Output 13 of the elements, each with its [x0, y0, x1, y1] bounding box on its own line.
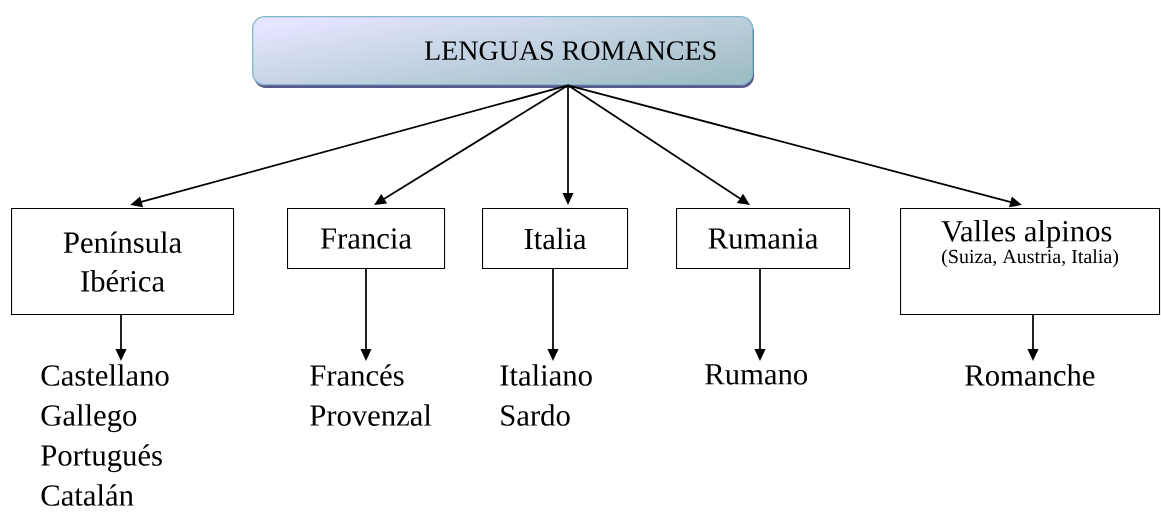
region-box: Francia: [287, 208, 446, 270]
region-box: Rumania: [676, 208, 851, 270]
language-list: Italiano Sardo: [500, 364, 592, 426]
arrow: [374, 84, 569, 205]
region-box: Italia: [482, 208, 629, 270]
title-box: LENGUAS ROMANCES: [252, 16, 754, 88]
language-list: Castellano Gallego Portugués Catalán: [41, 364, 169, 506]
language-list: Francés Provenzal: [310, 364, 432, 426]
region-box: Península Ibérica: [11, 208, 235, 316]
region-box: Valles alpinos (Suiza, Austria, Italia): [900, 208, 1161, 316]
arrow: [567, 84, 750, 205]
language-list: Romanche: [965, 364, 1095, 386]
language-list: Rumano: [705, 364, 808, 385]
